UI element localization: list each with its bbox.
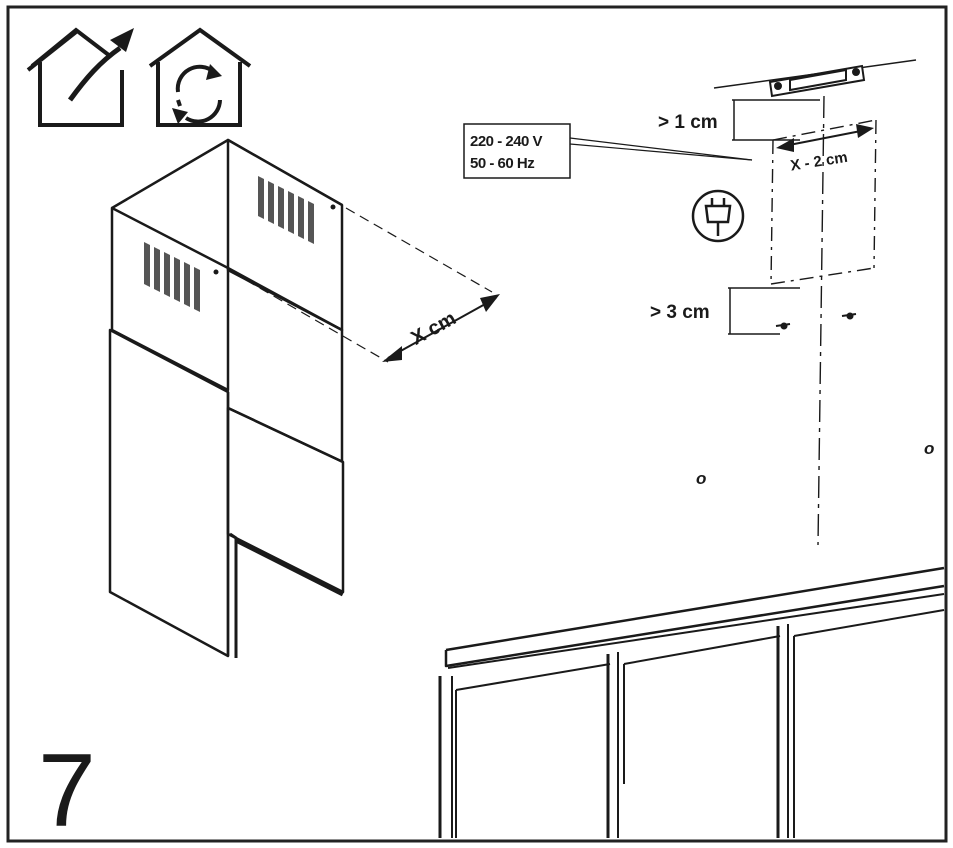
top-mounting-bracket [768,64,866,98]
frequency-label: 50 - 60 Hz [470,155,534,172]
vent-slots-right [258,176,314,244]
recirculation-house-icon [148,27,252,127]
top-gap-dimension [732,99,820,141]
bottom-gap-dimension [728,287,800,335]
kitchen-cabinets [438,566,945,838]
ducted-exhaust-house-icon [26,27,134,127]
hole-mark-right: o [924,439,934,458]
chimney-outline-on-wall [770,119,877,285]
bottom-gap-label: > 3 cm [650,302,710,323]
vent-slots-left [144,242,200,312]
width-dimension [776,124,874,152]
power-spec-box [463,123,753,179]
voltage-label: 220 - 240 V [470,133,543,150]
step-number: 7 [38,733,96,848]
wall-screws [775,312,857,330]
chimney-assembly [108,138,345,658]
top-gap-label: > 1 cm [658,112,718,133]
hole-mark-left: o [696,469,706,488]
chimney-upper-left-panel [110,206,230,392]
plug-icon [691,189,745,243]
chimney-length-dimension [231,207,500,363]
